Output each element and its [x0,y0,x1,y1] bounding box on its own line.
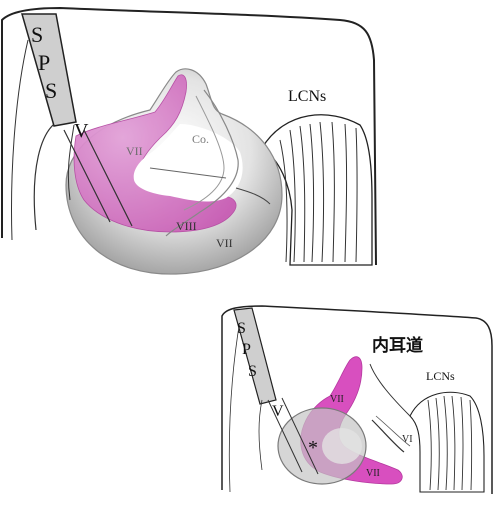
upper-label-vii-b: VII [216,236,233,250]
lower-label-asterisk: * [308,437,318,459]
lower-label-vii-b: VII [366,468,380,479]
lower-sps-letter-1: S [237,320,246,337]
upper-lcns-strands [279,121,358,263]
upper-cochlear-area [133,124,243,202]
upper-tentorium-line [67,124,75,201]
lower-iac-edge [369,363,411,417]
upper-trigeminal-nerve [63,129,133,227]
upper-nerve-line-2 [235,187,271,205]
upper-label-lcns: LCNs [288,88,326,105]
upper-label-viii: VIII [176,219,197,233]
upper-sps-band [21,13,77,127]
lower-panel: S P S 内耳道 LCNs V VII VI * VII [221,305,493,494]
lower-label-v: V [272,403,284,420]
lower-tentorium-line [258,399,263,471]
upper-label-co: Co. [192,132,209,146]
lower-abducens-nerve [371,419,405,453]
lower-label-lcns: LCNs [426,369,455,383]
lower-trigeminal-nerve [267,397,319,475]
lower-frame-outline [221,305,493,494]
upper-frame-outline [1,6,377,266]
lower-label-iac: 内耳道 [372,335,423,356]
lower-sps-letter-2: P [242,341,251,358]
upper-sps-letter-2: P [38,50,50,75]
upper-nerve-line-1 [149,167,227,179]
lower-sps-letter-3: S [248,363,257,380]
lower-sps-band [233,307,277,405]
upper-sps-letter-3: S [45,78,57,103]
upper-tentorium-edge [33,119,61,231]
lower-label-vi: VI [402,434,413,445]
upper-label-vii-a: VII [126,144,143,158]
lower-abducens-nerve-2 [375,415,411,447]
lower-label-vii-a: VII [330,394,344,405]
upper-panel: S P S V VII Co. VIII VII LCNs [1,6,377,275]
upper-sps-letter-1: S [31,22,43,47]
lower-tumor-highlight [322,428,362,464]
upper-viii-loop-inner [183,95,225,211]
upper-viii-loop [165,89,239,237]
upper-inner-dura [11,39,29,241]
lower-inner-dura [228,319,241,493]
lower-lcns-strands [427,395,473,491]
upper-label-v: V [74,120,89,142]
